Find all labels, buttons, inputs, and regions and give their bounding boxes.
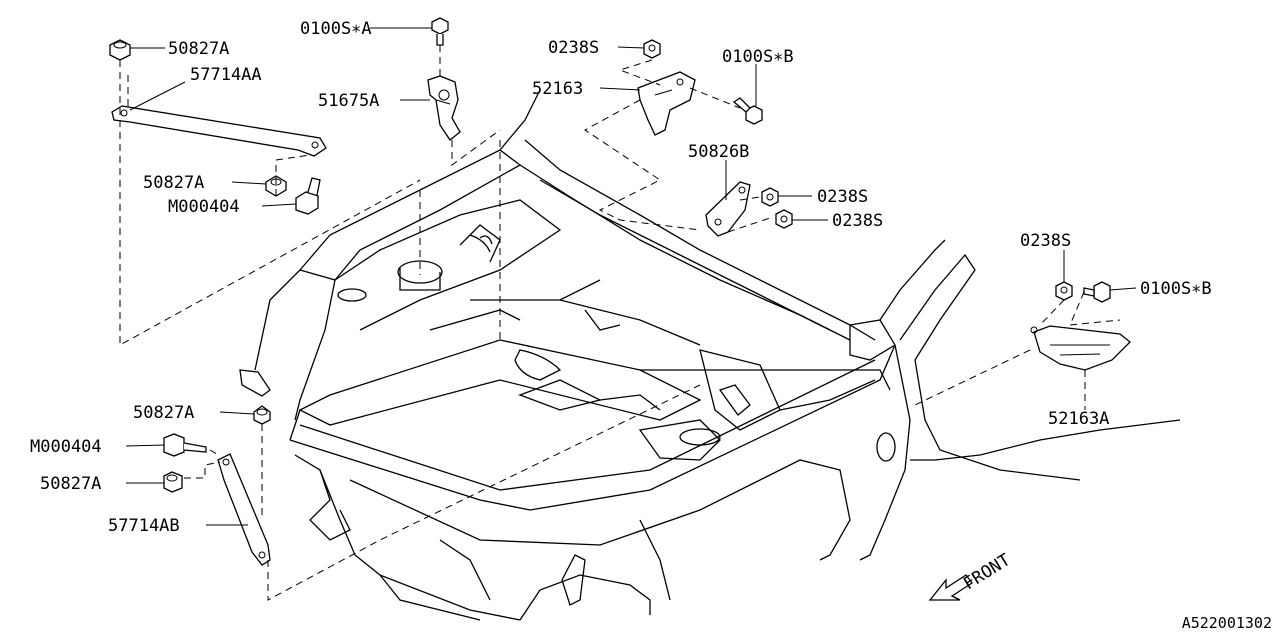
label-0238s-mid-a[interactable]: 0238S xyxy=(817,187,868,207)
bracket-50826b xyxy=(705,181,751,237)
strut-brace-bar-lower xyxy=(217,453,271,566)
bolt-0100s-b-top xyxy=(732,97,763,125)
nut-0238s-top xyxy=(643,39,661,59)
strut-brace-bar-upper xyxy=(111,105,327,157)
nut-0238s-mid-a xyxy=(761,187,779,207)
front-label: FRONT xyxy=(960,550,1014,594)
nut-0238s-right xyxy=(1055,281,1073,301)
label-50826b[interactable]: 50826B xyxy=(688,142,749,162)
label-57714ab[interactable]: 57714AB xyxy=(108,516,180,536)
flange-nut-top-left xyxy=(109,39,131,61)
part-number-labels: 50827A 57714AA 50827A M000404 0100S∗A 51… xyxy=(30,19,1212,536)
bolt-m000404-lower xyxy=(163,433,207,457)
label-52163a[interactable]: 52163A xyxy=(1048,409,1109,429)
label-51675a[interactable]: 51675A xyxy=(318,91,379,111)
label-m000404-lower[interactable]: M000404 xyxy=(30,437,102,457)
bracket-52163 xyxy=(637,71,696,136)
flange-nut-lower-b xyxy=(163,471,183,493)
label-0100s-a[interactable]: 0100S∗A xyxy=(300,19,372,39)
label-0238s-mid-b[interactable]: 0238S xyxy=(832,211,883,231)
label-0100s-b-right[interactable]: 0100S∗B xyxy=(1140,279,1212,299)
label-50827a-mid[interactable]: 50827A xyxy=(143,173,204,193)
label-0238s-right[interactable]: 0238S xyxy=(1020,231,1071,251)
bolt-0100s-a xyxy=(431,17,449,46)
front-direction-indicator: FRONT xyxy=(928,550,1014,601)
label-50827a-lower-a[interactable]: 50827A xyxy=(133,403,194,423)
nut-0238s-mid-b xyxy=(775,209,793,229)
bolt-m000404-upper xyxy=(295,177,321,215)
label-50827a-top[interactable]: 50827A xyxy=(168,39,229,59)
label-57714aa[interactable]: 57714AA xyxy=(190,65,262,85)
front-arrow-icon xyxy=(928,574,973,601)
bracket-51675a xyxy=(427,75,461,141)
label-0100s-b-top[interactable]: 0100S∗B xyxy=(722,47,794,67)
flange-nut-lower-a xyxy=(253,405,271,425)
label-m000404-upper[interactable]: M000404 xyxy=(168,197,240,217)
label-52163[interactable]: 52163 xyxy=(532,79,583,99)
assembly-guide-lines xyxy=(119,45,1121,601)
leader-lines xyxy=(125,27,1137,526)
diagram-id: A522001302 xyxy=(1182,614,1272,632)
label-0238s-top[interactable]: 0238S xyxy=(548,38,599,58)
label-50827a-lower-b[interactable]: 50827A xyxy=(40,474,101,494)
engine-compartment-frame xyxy=(239,89,1181,621)
bracket-52163a xyxy=(1030,325,1131,371)
bolt-0100s-b-right xyxy=(1083,281,1111,303)
